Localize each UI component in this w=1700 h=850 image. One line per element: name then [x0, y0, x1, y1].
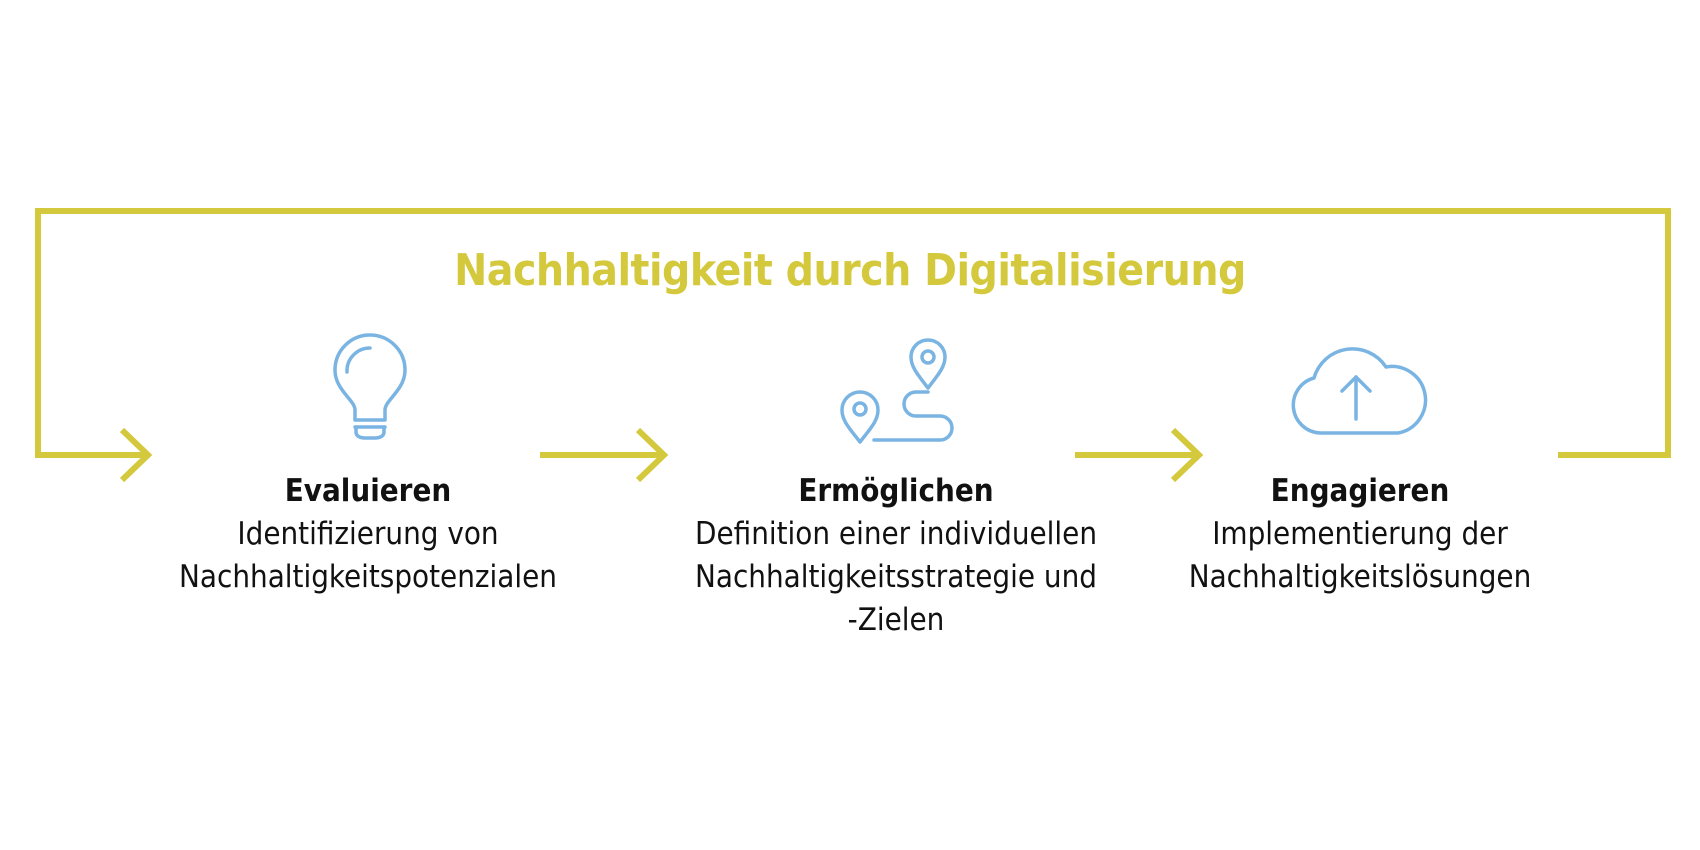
arrow-head-1	[119, 427, 153, 483]
step-description-line: Nachhaltigkeitspotenzialen	[179, 559, 557, 595]
step-evaluieren: Evaluieren Identifizierung von Nachhalti…	[138, 470, 598, 599]
loop-line	[35, 208, 1671, 458]
step-description-line: Implementierung der	[1212, 516, 1508, 552]
step-description-line: Identifizierung von	[237, 516, 499, 552]
step-ermoeglichen: Ermöglichen Definition einer individuell…	[666, 470, 1126, 642]
step-description-line: Nachhaltigkeitslösungen	[1188, 559, 1532, 595]
step-description-line: Nachhaltigkeitsstrategie und	[695, 559, 1097, 595]
diagram-title: Nachhaltigkeit durch Digitalisierung	[454, 245, 1246, 296]
lightbulb-icon	[333, 333, 407, 440]
arrow-head-2	[635, 427, 669, 483]
step-engagieren: Engagieren Implementierung der Nachhalti…	[1130, 470, 1590, 599]
step-description-line: -Zielen	[847, 602, 945, 638]
step-title: Evaluieren	[284, 473, 452, 509]
cloud-upload-icon	[1291, 347, 1428, 435]
route-map-pin-icon	[840, 338, 954, 444]
step-title: Engagieren	[1270, 473, 1450, 509]
step-title: Ermöglichen	[798, 473, 994, 509]
step-description-line: Definition einer individuellen	[694, 516, 1098, 552]
arrow-head-3	[1170, 427, 1204, 483]
